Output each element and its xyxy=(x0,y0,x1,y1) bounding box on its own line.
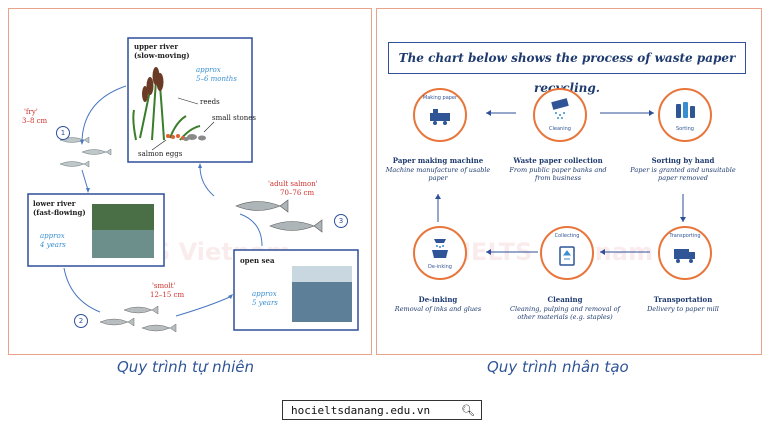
smolt-label: 'smolt' xyxy=(152,282,176,290)
smolt-size: 12–15 cm xyxy=(150,291,185,299)
circle-label: Sorting xyxy=(676,126,694,132)
paper-machine-icon xyxy=(430,109,450,125)
step-number-1: 1 xyxy=(56,126,70,140)
step-desc-paper-making: Machine manufacture of usable paper xyxy=(385,166,491,183)
step-circle-cleaning: Cleaning xyxy=(533,88,587,142)
lower-approx: approx xyxy=(40,232,65,240)
reeds-label: reeds xyxy=(200,98,220,106)
sea-approx: approx xyxy=(252,290,277,298)
lower-river-title: lower river xyxy=(33,199,76,208)
recycle-bin-icon xyxy=(559,246,575,266)
step-label-sorting: Sorting by hand xyxy=(651,156,715,165)
website-search-box[interactable]: hocieltsdanang.edu.vn 🔍︎ xyxy=(282,400,482,420)
website-url: hocieltsdanang.edu.vn xyxy=(291,404,431,417)
step-label-cleaning: Cleaning xyxy=(547,295,583,304)
step-desc-de-inking: Removal of inks and glues xyxy=(394,305,482,313)
step-label-collection: Waste paper collection xyxy=(513,156,603,165)
step-number-2: 2 xyxy=(74,314,88,328)
circle-label: De-inking xyxy=(428,264,452,270)
sea-duration: 5 years xyxy=(252,299,278,307)
step-label-de-inking: De-inking xyxy=(418,295,458,304)
step-desc-cleaning: Cleaning, pulping and removal of other m… xyxy=(510,305,620,322)
shower-tub-icon xyxy=(432,239,448,258)
small-stones-label: small stones xyxy=(212,114,256,122)
upper-river-title: upper river xyxy=(134,42,179,51)
recycling-title: The chart below shows the process of was… xyxy=(388,42,746,95)
upper-river-subtitle: (slow-moving) xyxy=(134,51,190,60)
fry-label: 'fry' xyxy=(24,108,38,116)
paper-shredder-icon xyxy=(551,98,569,119)
adult-salmon-size: 70–76 cm xyxy=(280,189,315,197)
lower-duration: 4 years xyxy=(40,241,66,249)
upper-approx: approx xyxy=(196,66,221,74)
caption-manmade-process: Quy trình nhân tạo xyxy=(487,358,629,376)
step-label-paper-making: Paper making machine xyxy=(392,156,484,165)
lower-river-subtitle: (fast-flowing) xyxy=(33,208,86,217)
circle-label: Transporting xyxy=(669,233,701,239)
truck-icon xyxy=(674,249,695,263)
step-circle-collecting: Collecting xyxy=(540,226,594,280)
open-sea-title: open sea xyxy=(240,256,275,265)
step-number-3: 3 xyxy=(334,214,348,228)
caption-natural-process: Quy trình tự nhiên xyxy=(117,358,255,376)
circle-label: Cleaning xyxy=(549,126,571,132)
step-circle-sorting: Sorting xyxy=(658,88,712,142)
sorting-bottles-icon xyxy=(676,102,695,118)
step-desc-sorting: Paper is granted and unsuitable paper re… xyxy=(630,166,736,183)
search-icon[interactable]: 🔍︎ xyxy=(461,404,475,417)
step-circle-de-inking: De-inking xyxy=(413,226,467,280)
upper-duration: 5–6 months xyxy=(196,75,237,83)
step-desc-transportation: Delivery to paper mill xyxy=(647,305,719,313)
step-circle-making-paper: Making paper xyxy=(413,88,467,142)
adult-salmon-label: 'adult salmon' xyxy=(268,180,318,188)
fry-size: 3–8 cm xyxy=(22,117,48,125)
step-label-transportation: Transportation xyxy=(653,295,713,304)
circle-label: Collecting xyxy=(554,233,580,239)
salmon-eggs-label: salmon eggs xyxy=(138,150,183,158)
step-desc-collection: From public paper banks and from busines… xyxy=(509,166,607,183)
circle-label: Making paper xyxy=(422,95,458,101)
step-circle-transporting: Transporting xyxy=(658,226,712,280)
